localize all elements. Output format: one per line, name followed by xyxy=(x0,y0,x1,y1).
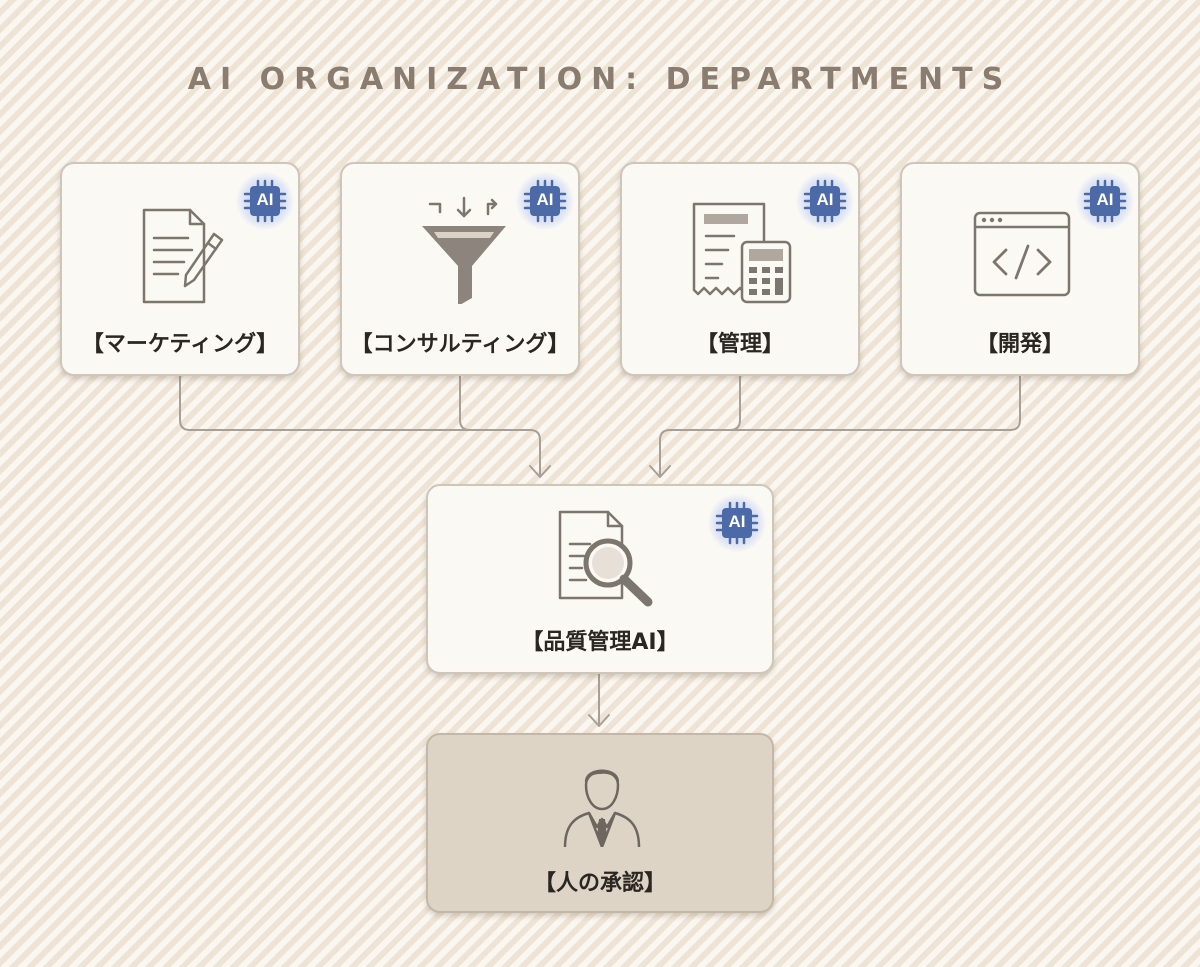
ai-chip-icon: AI xyxy=(796,172,854,230)
code-window-icon xyxy=(973,211,1071,297)
ai-badge-label: AI xyxy=(256,190,274,209)
department-card-development[interactable]: AI 【開発】 xyxy=(900,162,1140,376)
arrowhead-human xyxy=(588,714,610,727)
document-pen-icon xyxy=(142,208,224,304)
ai-badge-label: AI xyxy=(816,190,834,209)
businessman-icon xyxy=(563,769,641,847)
department-card-marketing[interactable]: AI 【マーケティング】 xyxy=(60,162,300,376)
ai-badge-label: AI xyxy=(728,512,746,531)
ai-chip-icon: AI xyxy=(516,172,574,230)
quality-control-ai-card[interactable]: AI 【品質管理AI】 xyxy=(426,484,774,674)
department-label: 【管理】 xyxy=(695,332,784,357)
arrowhead-left xyxy=(529,465,551,478)
department-card-consulting[interactable]: AI 【コンサルティング】 xyxy=(340,162,580,376)
ai-chip-icon: AI xyxy=(1076,172,1134,230)
human-approval-card[interactable]: 【人の承認】 xyxy=(426,733,774,913)
connector-marketing xyxy=(179,374,541,477)
human-approval-label: 【人の承認】 xyxy=(533,871,666,896)
funnel-icon xyxy=(422,196,506,304)
department-label: 【マーケティング】 xyxy=(81,332,279,357)
ai-chip-icon: AI xyxy=(236,172,294,230)
connector-consulting xyxy=(459,374,531,431)
department-label: 【開発】 xyxy=(975,332,1064,357)
document-magnifier-icon xyxy=(558,510,653,607)
diagram-title: AI ORGANIZATION: DEPARTMENTS xyxy=(187,62,1013,97)
ai-badge-label: AI xyxy=(1096,190,1114,209)
receipt-calculator-icon xyxy=(692,202,792,304)
connector-admin xyxy=(669,374,741,431)
connector-development xyxy=(659,374,1021,477)
quality-control-label: 【品質管理AI】 xyxy=(521,630,679,655)
ai-chip-icon: AI xyxy=(708,494,766,552)
ai-badge-label: AI xyxy=(536,190,554,209)
department-card-admin[interactable]: AI 【管理】 xyxy=(620,162,860,376)
department-label: 【コンサルティング】 xyxy=(350,332,570,357)
arrowhead-right xyxy=(649,465,671,478)
